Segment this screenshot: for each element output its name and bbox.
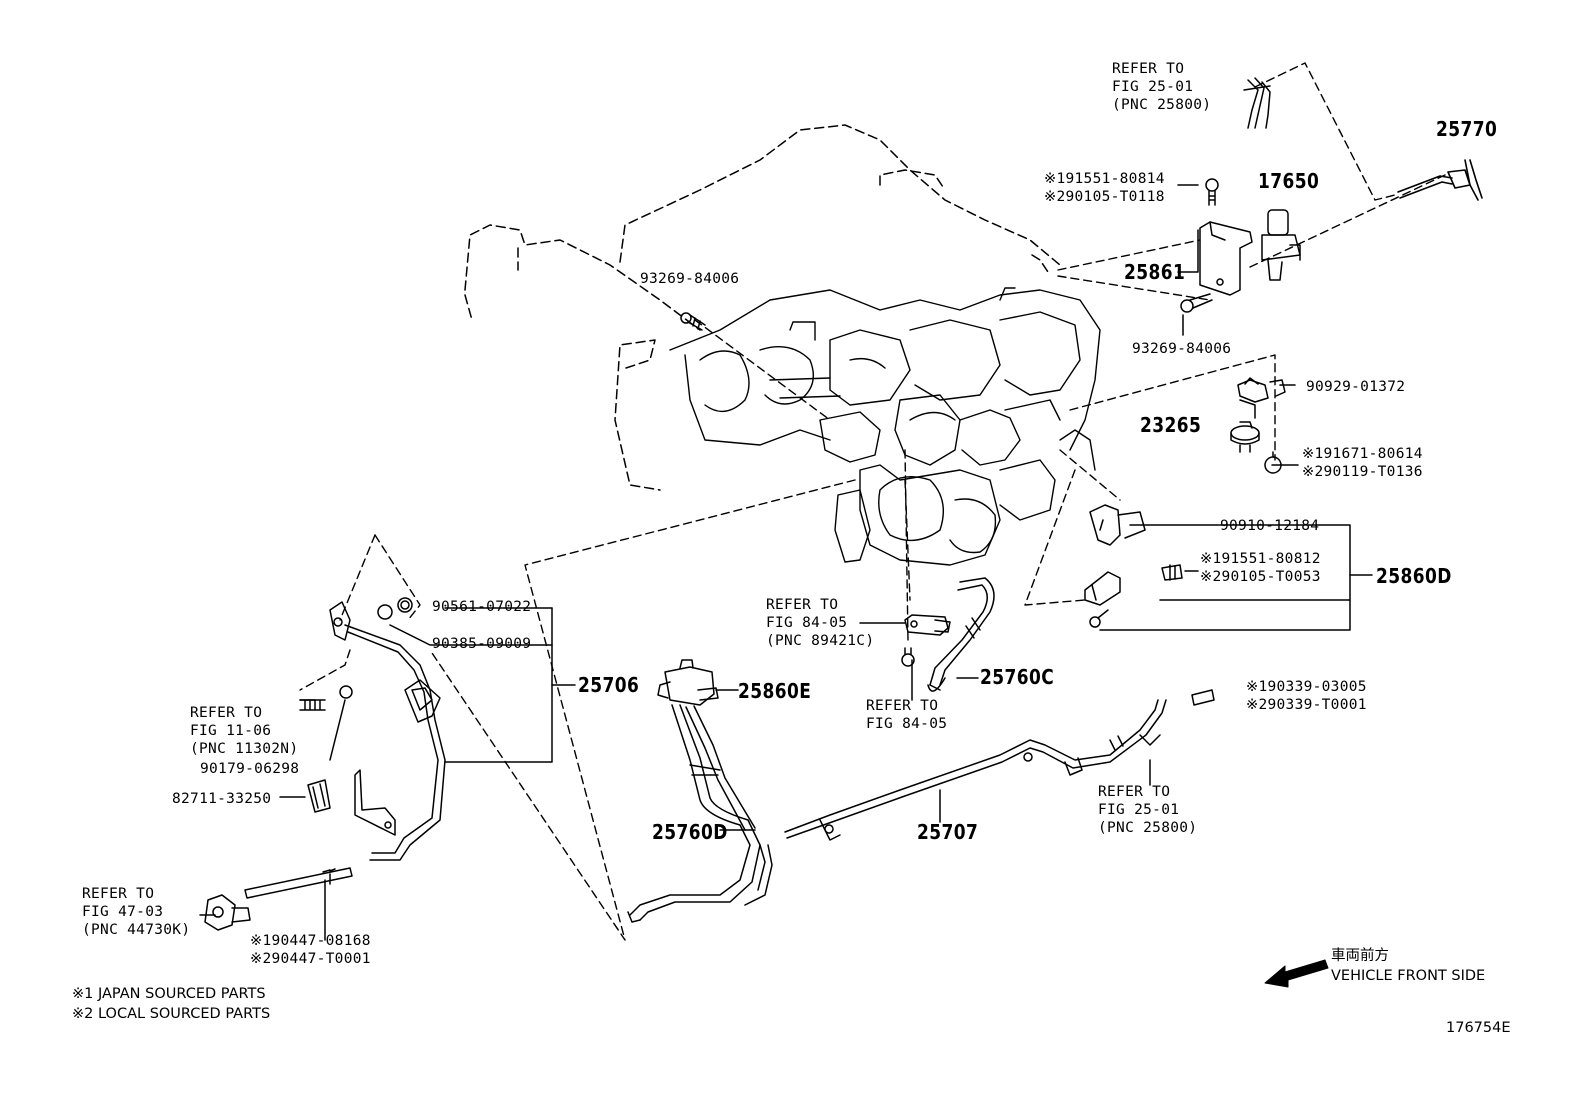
refer-fig: FIG 47-03 [82, 904, 164, 920]
refer-fig: FIG 11-06 [190, 723, 272, 739]
engine-block-drawing [669, 287, 1101, 566]
pipe-assembly-25706-drawing [299, 597, 446, 861]
part-93269-right-label: 93269-84006 [1132, 341, 1232, 357]
part-25706-label: 25706 [578, 673, 640, 697]
part-23265-label: 23265 [1140, 413, 1202, 437]
hose-bottom-part-numbers: ※190447-08168 ※290447-T0001 [250, 932, 371, 968]
refer-line: REFER TO [766, 597, 839, 613]
refer-pnc: (PNC 25800) [1112, 97, 1212, 113]
hose-190447-drawing [204, 867, 353, 931]
direction-label-japanese: 車両前方 [1331, 948, 1389, 964]
part-number-japan: ※190339-03005 [1246, 679, 1367, 695]
part-25770-label: 25770 [1436, 117, 1498, 141]
pipe-25707-drawing [784, 689, 1215, 841]
part-90929-label: 90929-01372 [1306, 379, 1406, 395]
pressure-sensor-and-hose-25760C [901, 577, 995, 692]
vsv-25860E-drawing [657, 659, 719, 706]
vsv-25860D-drawing [1084, 504, 1183, 628]
refer-fig-47-03[interactable]: REFER TO FIG 47-03 (PNC 44730K) [82, 885, 190, 939]
vsv-17650-drawing [1261, 209, 1301, 281]
part-number-local: ※290119-T0136 [1302, 464, 1423, 480]
refer-line: REFER TO [190, 705, 263, 721]
refer-pnc: (PNC 11302N) [190, 741, 299, 757]
legend-note-japan: ※1 JAPAN SOURCED PARTS [72, 986, 266, 1002]
bolt-25860D-part-numbers: ※191551-80812 ※290105-T0053 [1200, 550, 1321, 586]
refer-pnc: (PNC 44730K) [82, 922, 191, 938]
bolt-top-part-numbers: ※191551-80814 ※290105-T0118 [1044, 170, 1165, 206]
refer-line: REFER TO [1098, 784, 1171, 800]
part-number-local: ※290105-T0118 [1044, 189, 1165, 205]
bracket-25861-drawing [1180, 178, 1253, 313]
part-number-japan: ※190447-08168 [250, 933, 371, 949]
part-90910-label: 90910-12184 [1220, 518, 1320, 534]
refer-pnc: (PNC 89421C) [766, 633, 875, 649]
bolt-23265-part-numbers: ※191671-80614 ※290119-T0136 [1302, 445, 1423, 481]
hose-ends-top [1243, 77, 1271, 129]
direction-label-english: VEHICLE FRONT SIDE [1331, 968, 1486, 984]
bolt-93269-left-drawing [680, 312, 706, 331]
part-number-local: ※290447-T0001 [250, 951, 371, 967]
refer-fig-84-05-b[interactable]: REFER TO FIG 84-05 [866, 697, 947, 733]
part-25860D-label: 25860D [1376, 564, 1452, 588]
part-17650-label: 17650 [1258, 169, 1320, 193]
valve-23265-drawing [1230, 377, 1286, 474]
part-25760C-label: 25760C [980, 665, 1055, 689]
part-number-japan: ※191671-80614 [1302, 446, 1423, 462]
refer-line: REFER TO [1112, 61, 1185, 77]
part-25707-label: 25707 [917, 820, 979, 844]
refer-fig: FIG 84-05 [766, 615, 848, 631]
legend-note-local: ※2 LOCAL SOURCED PARTS [72, 1006, 271, 1022]
front-direction-arrow-icon [1264, 959, 1329, 988]
part-number-japan: ※191551-80812 [1200, 551, 1321, 567]
hose-25760D-drawing [627, 704, 773, 923]
engine-outline-dashed [464, 124, 1061, 491]
refer-fig: FIG 25-01 [1098, 802, 1180, 818]
refer-fig-25-01-bottom[interactable]: REFER TO FIG 25-01 (PNC 25800) [1098, 783, 1197, 837]
refer-fig: FIG 84-05 [866, 716, 948, 732]
hose-right-part-numbers: ※190339-03005 ※290339-T0001 [1246, 678, 1367, 714]
part-number-local: ※290105-T0053 [1200, 569, 1321, 585]
refer-fig-25-01-top[interactable]: REFER TO FIG 25-01 (PNC 25800) [1112, 60, 1211, 114]
part-number-japan: ※191551-80814 [1044, 171, 1165, 187]
refer-pnc: (PNC 25800) [1098, 820, 1198, 836]
dashed-leader-lines [299, 62, 1446, 941]
part-number-local: ※290339-T0001 [1246, 697, 1367, 713]
refer-line: REFER TO [82, 886, 155, 902]
part-90561-label: 90561-07022 [432, 599, 532, 615]
part-25861-label: 25861 [1124, 260, 1186, 284]
hose-25770-drawing [1397, 159, 1483, 201]
solid-leader-lines [199, 184, 1373, 941]
part-90385-label: 90385-09009 [432, 636, 532, 652]
part-25760D-label: 25760D [652, 820, 728, 844]
part-82711-label: 82711-33250 [172, 791, 272, 807]
part-90179-label: 90179-06298 [200, 761, 300, 777]
refer-fig-11-06[interactable]: REFER TO FIG 11-06 (PNC 11302N) [190, 704, 298, 758]
refer-line: REFER TO [866, 698, 939, 714]
figure-id: 176754E [1446, 1020, 1511, 1036]
part-25860E-label: 25860E [738, 679, 812, 703]
refer-fig-84-05-a[interactable]: REFER TO FIG 84-05 (PNC 89421C) [766, 596, 874, 650]
part-93269-left-label: 93269-84006 [640, 271, 740, 287]
refer-fig: FIG 25-01 [1112, 79, 1194, 95]
